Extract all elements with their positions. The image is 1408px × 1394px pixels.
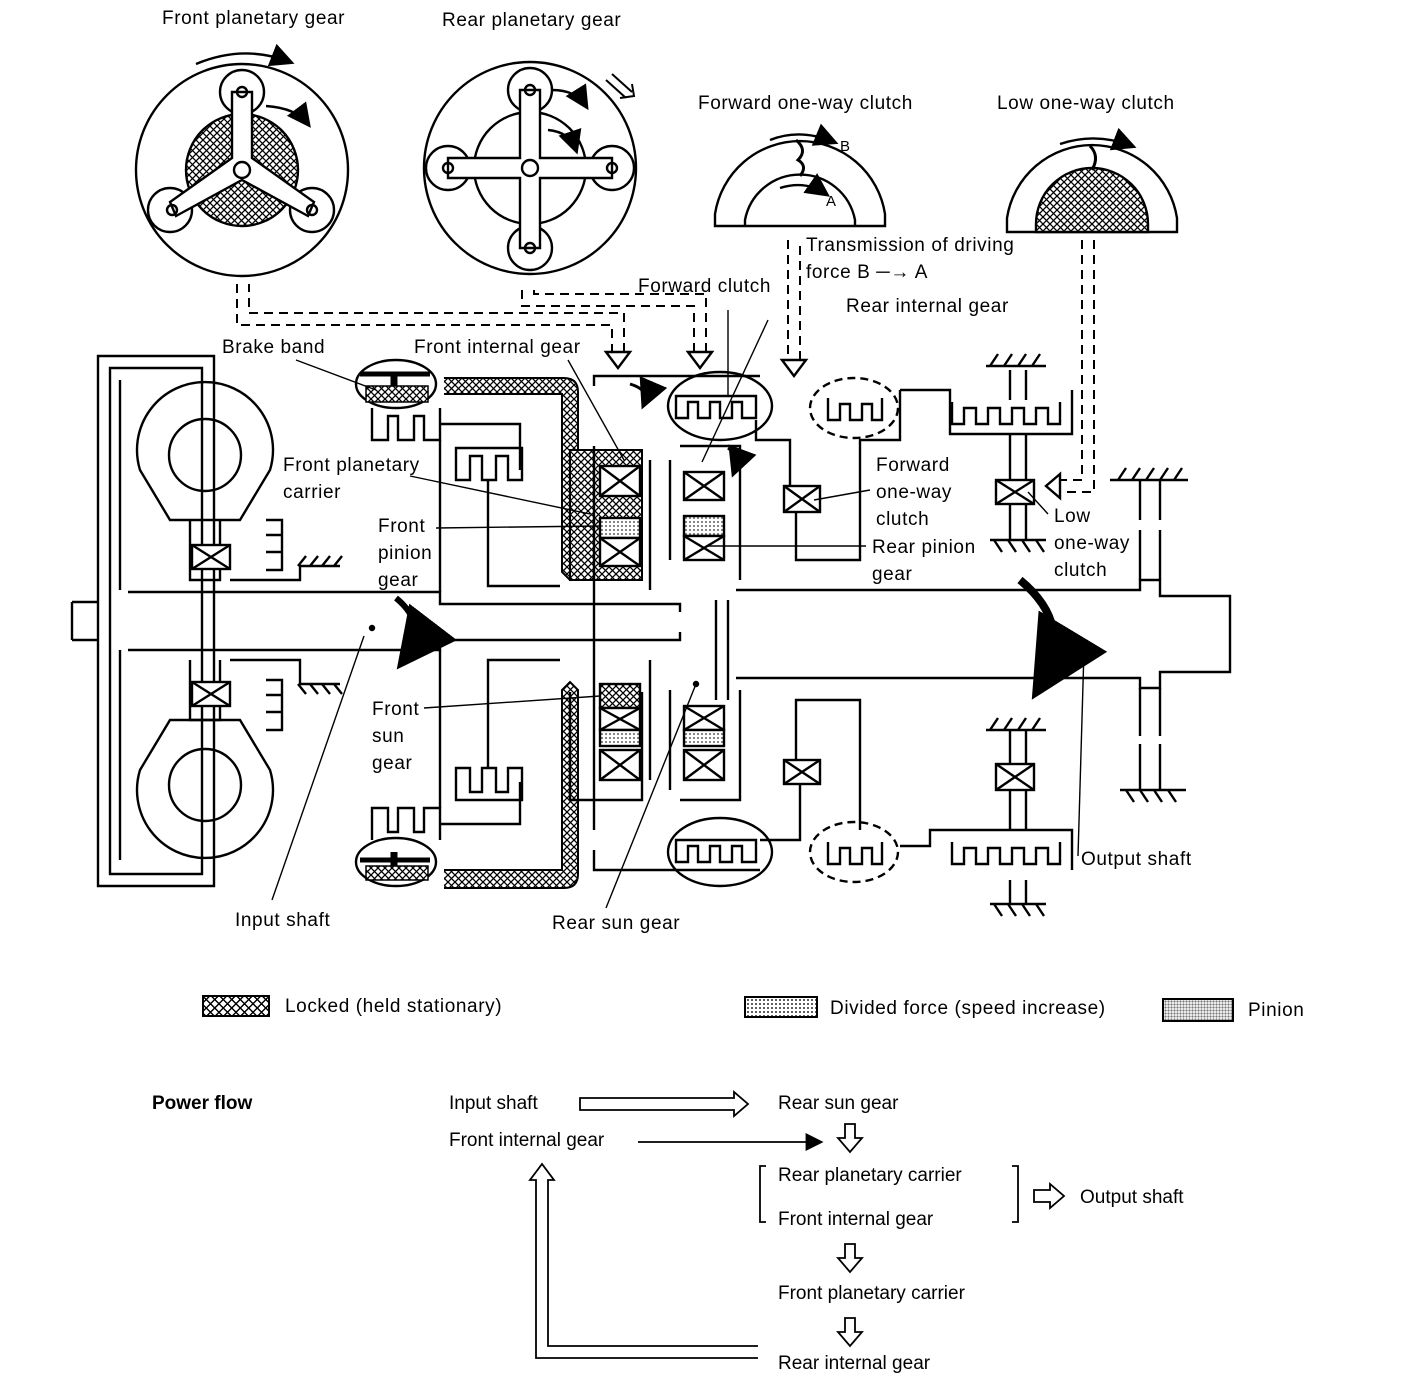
forward-clutch-label: Forward clutch: [638, 276, 771, 297]
low-one-way-clutch-title: Low one-way clutch: [997, 93, 1175, 114]
output-shaft-label: Output shaft: [1081, 849, 1192, 870]
power-flow-title: Power flow: [152, 1093, 253, 1114]
brake-band-lower: [354, 680, 579, 889]
pf-front-internal-gear: Front internal gear: [449, 1130, 605, 1151]
pf-output-shaft: Output shaft: [1080, 1187, 1184, 1208]
front-planetary-gear-title: Front planetary gear: [162, 8, 346, 29]
front-sun-gear-label: Front sun gear: [372, 699, 420, 774]
legend-divided-force: Divided force (speed increase): [830, 998, 1106, 1019]
forward-one-way-clutch-title: Forward one-way clutch: [698, 93, 913, 114]
legend-pinion: Pinion: [1248, 1000, 1305, 1021]
low-one-way-clutch: [900, 353, 1074, 553]
rear-internal-gear-label: Rear internal gear: [846, 296, 1009, 317]
divided-force-swatch: [744, 996, 818, 1018]
pf-rear-planetary-carrier: Rear planetary carrier: [778, 1165, 962, 1186]
low-one-way-clutch-view: [1005, 127, 1179, 234]
locked-swatch: [202, 995, 270, 1017]
transmission-driving-force-label: Transmission of driving force B ─→ A: [806, 235, 1015, 283]
forward-one-way-clutch-label: Forward one-way clutch: [876, 455, 953, 530]
front-planetary-carrier-label: Front planetary carrier: [283, 455, 420, 503]
pf-front-internal-gear-2: Front internal gear: [778, 1209, 934, 1230]
legend-locked: Locked (held stationary): [285, 996, 503, 1017]
mark-b: B: [840, 138, 851, 155]
forward-clutch: [666, 370, 792, 486]
forward-one-way-clutch-view: [713, 123, 887, 228]
rear-planetary-set: [668, 444, 742, 802]
pf-input-shaft: Input shaft: [449, 1093, 538, 1114]
pf-front-planetary-carrier: Front planetary carrier: [778, 1283, 965, 1304]
torque-converter: [96, 354, 343, 888]
front-planetary-gear-view: [134, 43, 350, 278]
power-flow-arrows: [528, 1090, 1066, 1359]
pf-rear-internal-gear: Rear internal gear: [778, 1353, 931, 1374]
rear-sun-gear-label: Rear sun gear: [552, 913, 681, 934]
brake-band-label: Brake band: [222, 337, 326, 358]
output-shaft: [736, 467, 1232, 803]
low-one-way-clutch-lower: [900, 717, 1074, 917]
rear-planetary-gear-title: Rear planetary gear: [442, 10, 622, 31]
low-one-way-clutch-label: Low one-way clutch: [1054, 506, 1131, 581]
input-shaft-label: Input shaft: [235, 910, 331, 931]
input-shaft: [70, 590, 682, 652]
front-planetary-set: [568, 374, 760, 872]
rear-pinion-gear-label: Rear pinion gear: [872, 537, 976, 585]
mark-a: A: [826, 193, 837, 210]
pf-rear-sun-gear: Rear sun gear: [778, 1093, 899, 1114]
rear-planetary-gear-view: [422, 60, 638, 276]
forward-clutch-lower: [666, 780, 802, 888]
front-internal-gear-label: Front internal gear: [414, 337, 581, 358]
front-pinion-gear-label: Front pinion gear: [378, 516, 433, 591]
brake-band-upper: [354, 358, 579, 582]
pinion-swatch: [1162, 998, 1234, 1022]
